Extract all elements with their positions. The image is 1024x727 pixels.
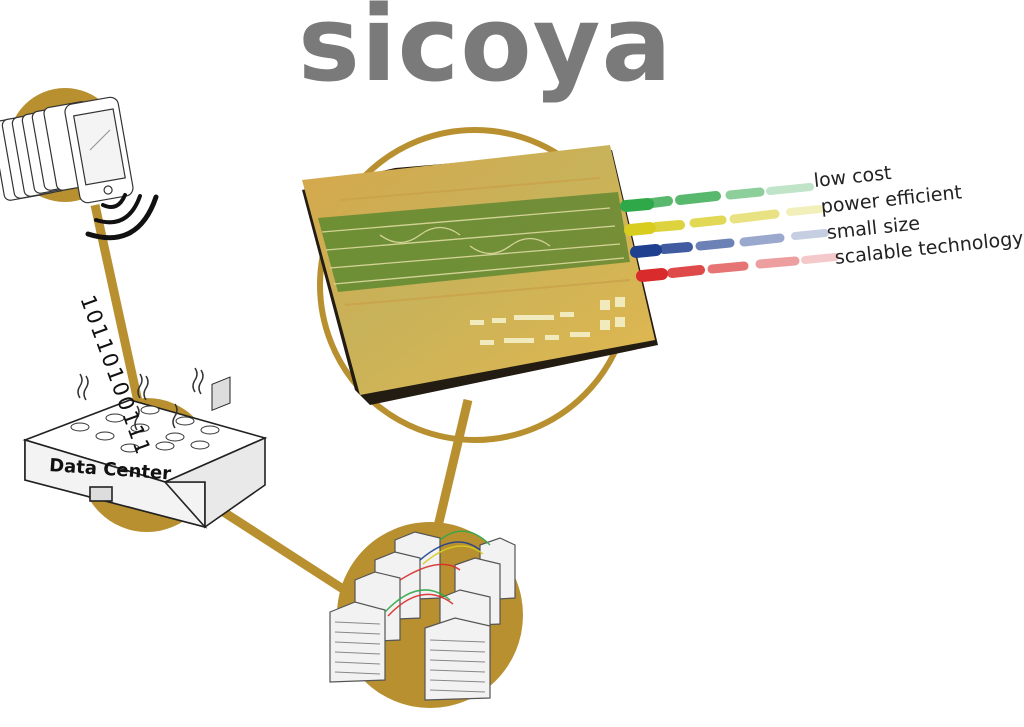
data-center-icon [22,376,268,529]
datacenter-to-servers-link [202,496,363,604]
beam-yellow [624,205,824,236]
server-racks-icon [329,530,516,701]
phone-to-datacenter-link [90,204,147,421]
light-beams [620,183,839,282]
brand-logo-text: sicoya [298,0,673,105]
photonic-chip-icon [302,145,658,405]
beam-red [636,253,839,282]
wireless-signal-icon [85,193,159,241]
beam-green [620,183,814,212]
smartphone-stack-icon [0,96,134,204]
beam-blue [630,229,829,258]
heat-vapor-icon [77,367,204,431]
